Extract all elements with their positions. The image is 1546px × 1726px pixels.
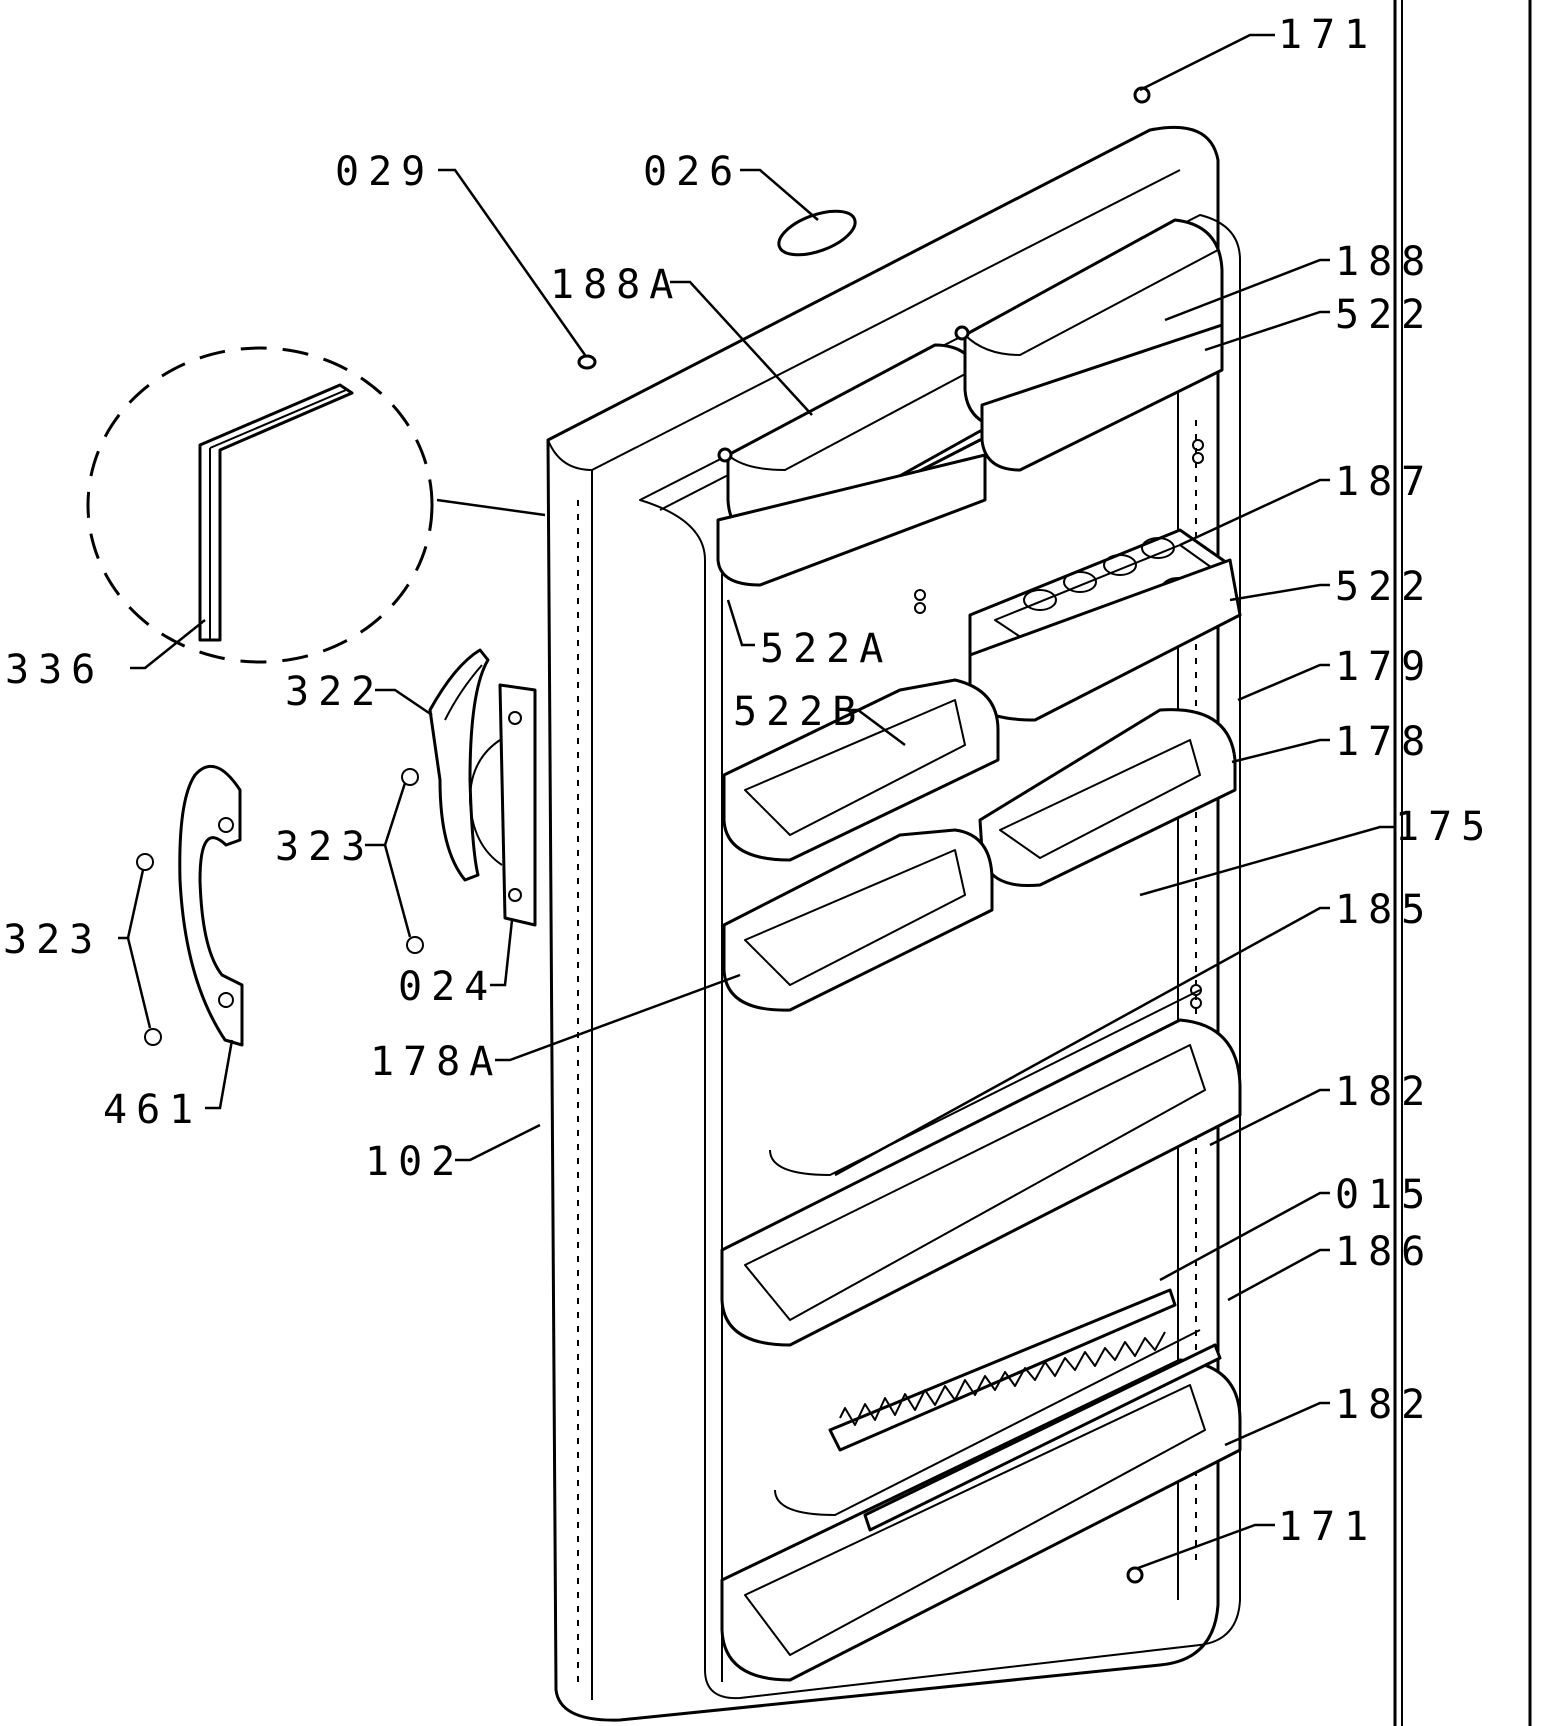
label-522B: 522B — [733, 689, 865, 735]
badge-026 — [777, 209, 857, 257]
door-bin-178A — [722, 828, 994, 1012]
label-522-top: 522 — [1335, 292, 1434, 338]
label-182-lower: 182 — [1335, 1382, 1434, 1428]
washers-323 — [136, 768, 424, 1046]
label-178: 178 — [1335, 719, 1434, 765]
label-015: 015 — [1335, 1172, 1434, 1218]
label-178A: 178A — [370, 1039, 502, 1085]
dairy-bin-188 — [954, 218, 1224, 472]
label-323-right: 323 — [275, 824, 374, 870]
label-179: 179 — [1335, 644, 1434, 690]
liner-holes — [914, 439, 1204, 1009]
gasket-detail-336 — [86, 346, 546, 664]
part-labels: 171 029 026 188 522 188A 187 522 522A 17… — [3, 12, 1494, 1550]
label-171-top: 171 — [1278, 12, 1377, 58]
label-522A: 522A — [760, 626, 892, 672]
label-188: 188 — [1335, 239, 1434, 285]
egg-tray-187 — [968, 528, 1242, 722]
label-029: 029 — [335, 149, 434, 195]
label-188A: 188A — [550, 262, 682, 308]
label-522-mid: 522 — [1335, 564, 1434, 610]
label-182-upper: 182 — [1335, 1069, 1434, 1115]
hinge-322 — [428, 648, 490, 882]
label-102: 102 — [365, 1139, 464, 1185]
label-187: 187 — [1335, 459, 1434, 505]
door-shelf-182-lower — [720, 1329, 1242, 1682]
label-461: 461 — [103, 1087, 202, 1133]
label-171-bottom: 171 — [1278, 1504, 1377, 1550]
label-323-left: 323 — [3, 917, 102, 963]
label-024: 024 — [398, 964, 497, 1010]
label-175: 175 — [1395, 804, 1494, 850]
bracket-024 — [469, 683, 537, 927]
label-336: 336 — [5, 647, 104, 693]
door-shelf-182-upper — [720, 989, 1242, 1347]
label-185: 185 — [1335, 887, 1434, 933]
label-026: 026 — [643, 149, 742, 195]
plug-029 — [577, 354, 597, 370]
retainer-bar-186 — [863, 1343, 1222, 1532]
hinge-461 — [178, 764, 244, 1047]
frame-lines — [1393, 0, 1532, 1726]
screw-171-bottom — [1126, 1566, 1144, 1584]
label-186: 186 — [1335, 1229, 1434, 1275]
bottle-rack-015 — [828, 1288, 1177, 1452]
label-322: 322 — [285, 669, 384, 715]
leader-lines — [118, 33, 1395, 1570]
